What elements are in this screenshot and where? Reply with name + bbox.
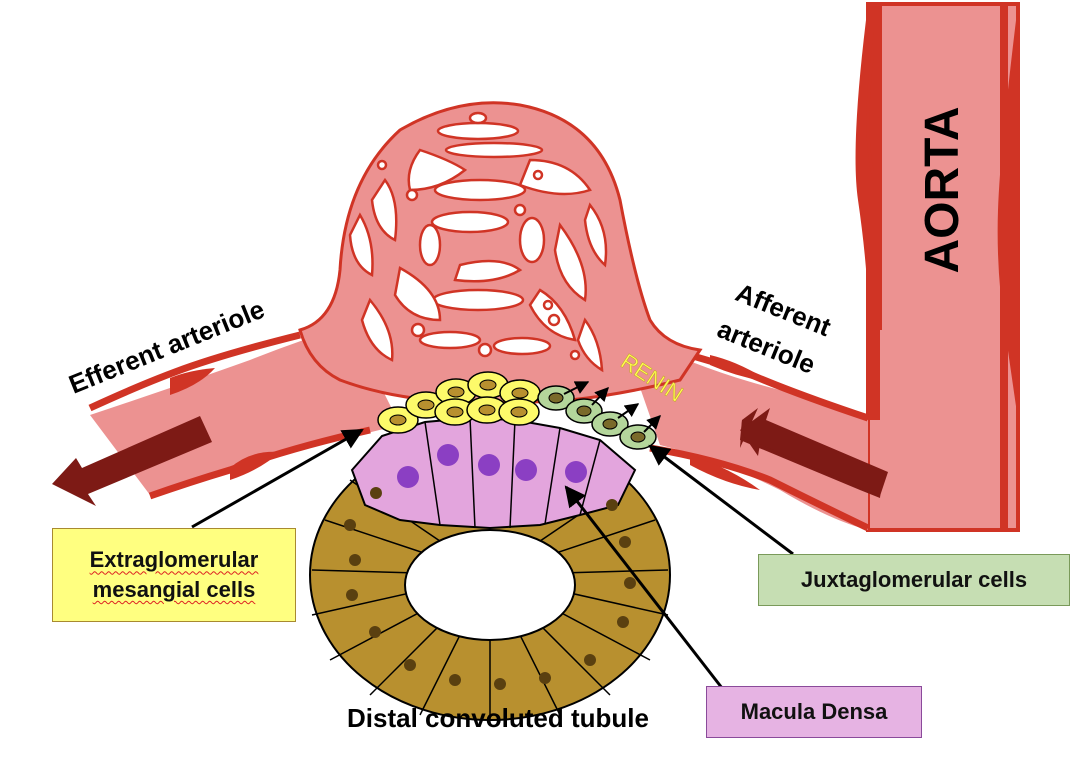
efferent-flow-arrow bbox=[52, 416, 212, 506]
extraglomerular-line2: mesangial cells bbox=[92, 577, 256, 602]
renin-arrows bbox=[563, 381, 661, 433]
macula-pointer bbox=[564, 485, 724, 689]
pointer-arrows bbox=[191, 428, 794, 689]
afferent-flow-arrow bbox=[740, 408, 888, 496]
distal-convoluted-tubule: Distal convoluted tubule bbox=[309, 416, 671, 733]
aorta: AORTA bbox=[855, 2, 1020, 532]
jg-pointer bbox=[648, 444, 794, 556]
macula-densa-cells bbox=[350, 416, 637, 530]
mesangial-pointer bbox=[191, 428, 364, 529]
juxtaglomerular-label: Juxtaglomerular cells bbox=[800, 567, 1028, 593]
macula-densa-label: Macula Densa bbox=[740, 699, 888, 725]
extraglomerular-box: Extraglomerular mesangial cells bbox=[52, 528, 296, 622]
extraglomerular-line1: Extraglomerular bbox=[89, 547, 259, 573]
glomerulus bbox=[298, 101, 703, 404]
jg-cells bbox=[537, 385, 657, 450]
juxtaglomerular-box: Juxtaglomerular cells bbox=[758, 554, 1070, 606]
aorta-label: AORTA bbox=[916, 106, 969, 273]
distal-label: Distal convoluted tubule bbox=[347, 703, 649, 733]
mesangial-cells bbox=[377, 371, 541, 434]
macula-densa-box: Macula Densa bbox=[706, 686, 922, 738]
